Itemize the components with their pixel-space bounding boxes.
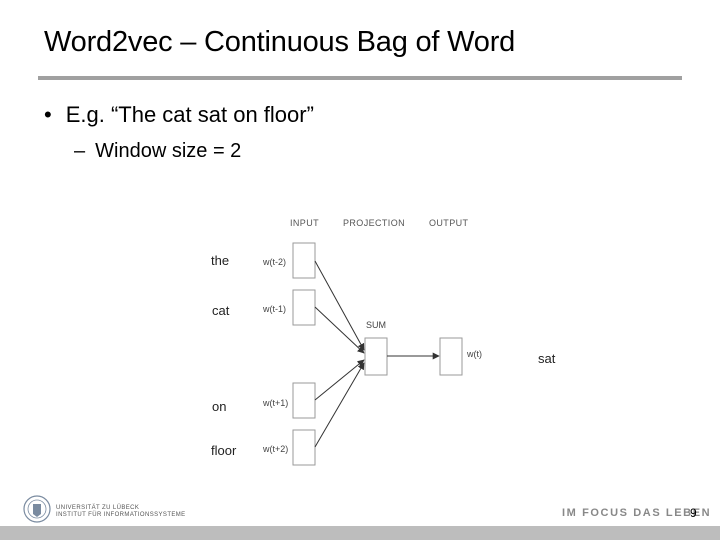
sum-label: SUM [366, 320, 386, 330]
bullet-dot: • [44, 102, 52, 127]
page-number: 9 [690, 506, 697, 520]
projection-box [364, 337, 388, 376]
word-sat: sat [538, 351, 556, 366]
bullet-text: E.g. “The cat sat on floor” [65, 102, 314, 127]
header-output: OUTPUT [429, 218, 468, 228]
vector-label-t-plus-1: w(t+1) [262, 398, 288, 408]
input-box-t-minus-2 [292, 242, 316, 279]
footer-bar [0, 526, 720, 540]
word-on: on [212, 399, 227, 414]
university-title: UNIVERSITÄT ZU LÜBECK [56, 505, 140, 511]
sub-bullet-dash: – [74, 140, 86, 162]
input-box-t-plus-1 [292, 382, 316, 419]
bullet-example: • E.g. “The cat sat on floor” [44, 102, 314, 128]
university-name: UNIVERSITÄT ZU LÜBECK INSTITUT FÜR INFOR… [56, 505, 186, 519]
title-divider [38, 76, 682, 80]
footer-motto: IM FOCUS DAS LEBEN [562, 507, 712, 519]
word-cat: cat [212, 303, 230, 318]
university-logo [23, 495, 51, 523]
vector-label-t-minus-1: w(t-1) [262, 304, 286, 314]
sub-bullet-window: –Window size = 2 [74, 140, 241, 163]
arrow-t-minus-2 [314, 260, 365, 351]
slide-title: Word2vec – Continuous Bag of Word [44, 26, 516, 58]
input-box-t-plus-2 [292, 429, 316, 466]
arrow-t-minus-1 [314, 306, 365, 354]
institute-title: INSTITUT FÜR INFORMATIONSSYSTEME [56, 512, 186, 518]
word-the: the [211, 253, 230, 268]
arrow-t-plus-1 [314, 359, 365, 401]
output-box [439, 337, 463, 376]
header-projection: PROJECTION [343, 218, 405, 228]
word-floor: floor [211, 443, 237, 458]
arrow-t-plus-2 [314, 362, 365, 448]
output-vector-label: w(t) [466, 349, 482, 359]
sub-bullet-text: Window size = 2 [95, 140, 242, 162]
vector-label-t-plus-2: w(t+2) [262, 444, 288, 454]
vector-label-t-minus-2: w(t-2) [262, 257, 286, 267]
header-input: INPUT [290, 218, 319, 228]
input-box-t-minus-1 [292, 289, 316, 326]
